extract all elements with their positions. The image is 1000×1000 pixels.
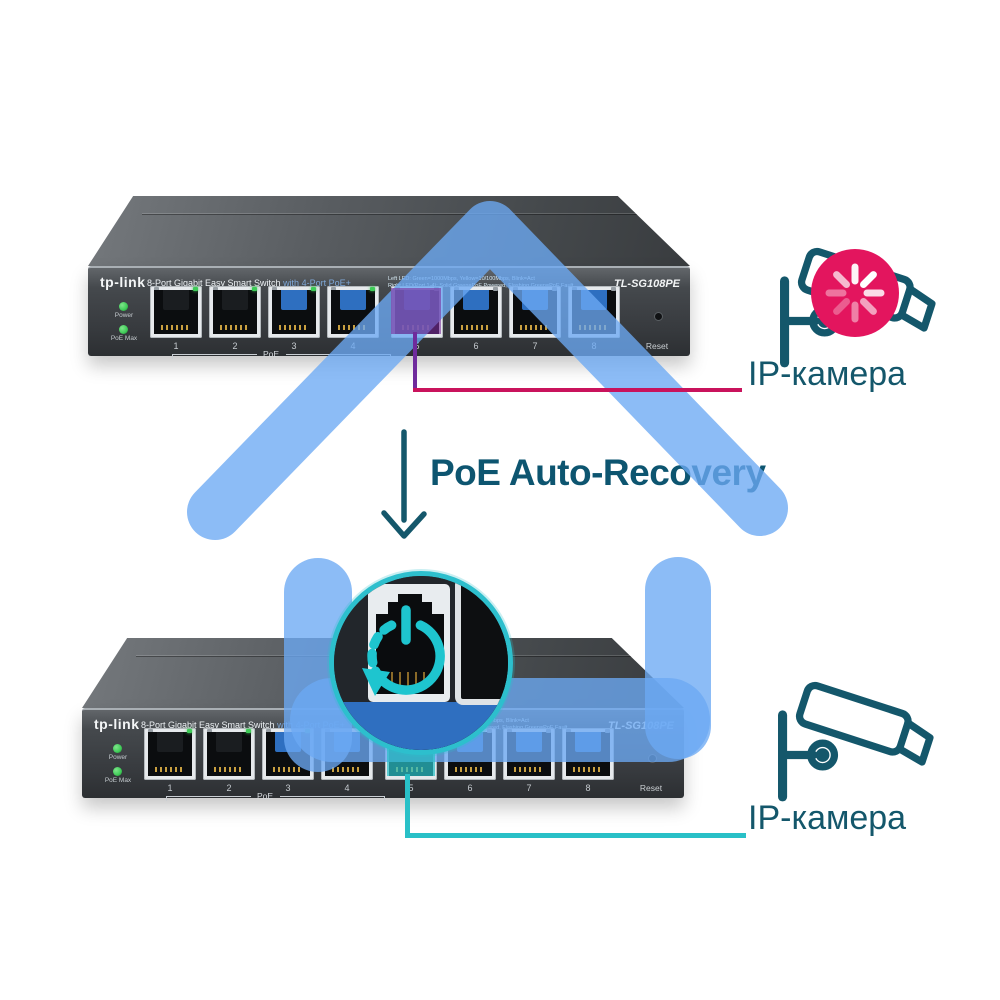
camera-lens-housing: [895, 719, 934, 766]
rj45-port-2: [203, 728, 255, 780]
port-number-5: 5: [408, 783, 414, 793]
port-number-3: 3: [291, 341, 297, 351]
camera-lens-housing: [897, 285, 936, 332]
power-led: [119, 302, 128, 311]
power-led-label: Power: [114, 312, 134, 319]
camera-body: [795, 681, 912, 756]
house-roof: [187, 201, 788, 540]
poe-max-led: [119, 325, 128, 334]
port-number-1: 1: [173, 341, 179, 351]
power-led-label: Power: [108, 754, 128, 761]
rj45-port-1: [150, 286, 202, 338]
port5-fault-highlight: [391, 288, 441, 334]
poe-max-led: [113, 767, 122, 776]
rj45-port-3: [268, 286, 320, 338]
reset-label: Reset: [639, 783, 663, 793]
ip-camera-top-label: IP-камера: [748, 355, 907, 393]
port-number-2: 2: [232, 341, 238, 351]
port-number-1: 1: [167, 783, 173, 793]
rj45-port-2: [209, 286, 261, 338]
connection-lost-spinner-badge: [811, 249, 899, 337]
switch-title-main: 8-Port Gigabit Easy Smart Switch: [147, 278, 281, 288]
camera-pivot: [807, 739, 839, 771]
restart-arc: [377, 620, 445, 695]
tp-link-logo: tp-link: [100, 274, 146, 290]
switch-title-main: 8-Port Gigabit Easy Smart Switch: [141, 720, 275, 730]
auto-recovery-restart-icon: [362, 605, 445, 696]
port-number-6: 6: [473, 341, 479, 351]
poe-max-led-label: PoE Max: [104, 777, 132, 784]
port-number-3: 3: [285, 783, 291, 793]
switch-title: 8-Port Gigabit Easy Smart Switch with 4-…: [147, 278, 351, 288]
recovery-callout-line-vertical: [405, 774, 410, 836]
zoomed-port-cavity: [376, 594, 444, 694]
power-led: [113, 744, 122, 753]
reset-label: Reset: [645, 341, 669, 351]
poe-group-label: PoE: [256, 791, 274, 801]
recovery-callout-line-horizontal: [405, 833, 746, 838]
poe-group-bracket-left: [166, 796, 251, 801]
spinner-badge-circle: [811, 249, 899, 337]
ip-camera-online-icon: [778, 681, 934, 802]
restart-arrowhead: [362, 668, 390, 696]
port-number-2: 2: [226, 783, 232, 793]
camera-pivot-dot: [815, 748, 830, 762]
poe-group-bracket-right: [280, 796, 385, 801]
poe-group-bracket-left: [172, 354, 257, 359]
ip-camera-bottom-label: IP-камера: [748, 799, 907, 837]
switch-top-surface: [88, 196, 690, 266]
port-number-4: 4: [344, 783, 350, 793]
model-label: TL-SG108PE: [613, 278, 680, 290]
port-number-7: 7: [526, 783, 532, 793]
rj45-port-1: [144, 728, 196, 780]
fault-callout-line-horizontal: [413, 388, 742, 392]
poe-max-led-label: PoE Max: [110, 335, 138, 342]
port-zoom-magnifier: [329, 571, 513, 755]
reset-button: [654, 312, 663, 321]
tp-link-logo: tp-link: [94, 716, 140, 732]
down-arrow: [381, 429, 427, 539]
fault-callout-line-vertical: [413, 332, 417, 390]
poe-group-label: PoE: [262, 349, 280, 359]
port-number-6: 6: [467, 783, 473, 793]
spinner-rays: [825, 263, 885, 323]
switch-title-suffix: with 4-Port PoE+: [283, 278, 351, 288]
port-number-8: 8: [585, 783, 591, 793]
port-number-7: 7: [532, 341, 538, 351]
restart-dashed-arc: [367, 620, 397, 678]
